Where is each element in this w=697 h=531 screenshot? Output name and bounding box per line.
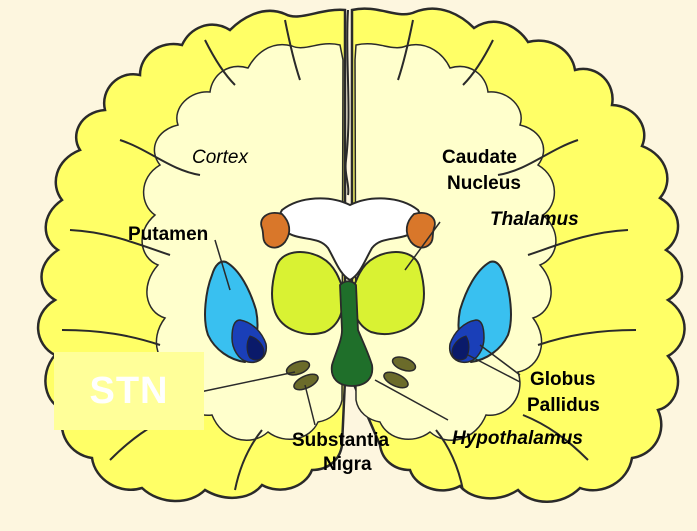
- cortex-label: Cortex: [192, 147, 249, 168]
- caudate-label-line2: Nucleus: [447, 173, 521, 194]
- stn-label: STN: [90, 370, 169, 413]
- globus-label-line1: Globus: [530, 369, 595, 390]
- substantia-label-line1: Substantia: [292, 430, 390, 451]
- caudate-nucleus-left: [261, 213, 289, 248]
- putamen-label: Putamen: [128, 224, 208, 245]
- hypothalamus-label: Hypothalamus: [452, 428, 583, 449]
- globus-label-line2: Pallidus: [527, 395, 600, 416]
- caudate-nucleus-right: [407, 213, 435, 248]
- substantia-label-line2: Nigra: [323, 454, 372, 475]
- stn-highlight-box: STN: [54, 352, 204, 430]
- thalamus-label: Thalamus: [490, 209, 579, 230]
- caudate-label-line1: Caudate: [442, 147, 517, 168]
